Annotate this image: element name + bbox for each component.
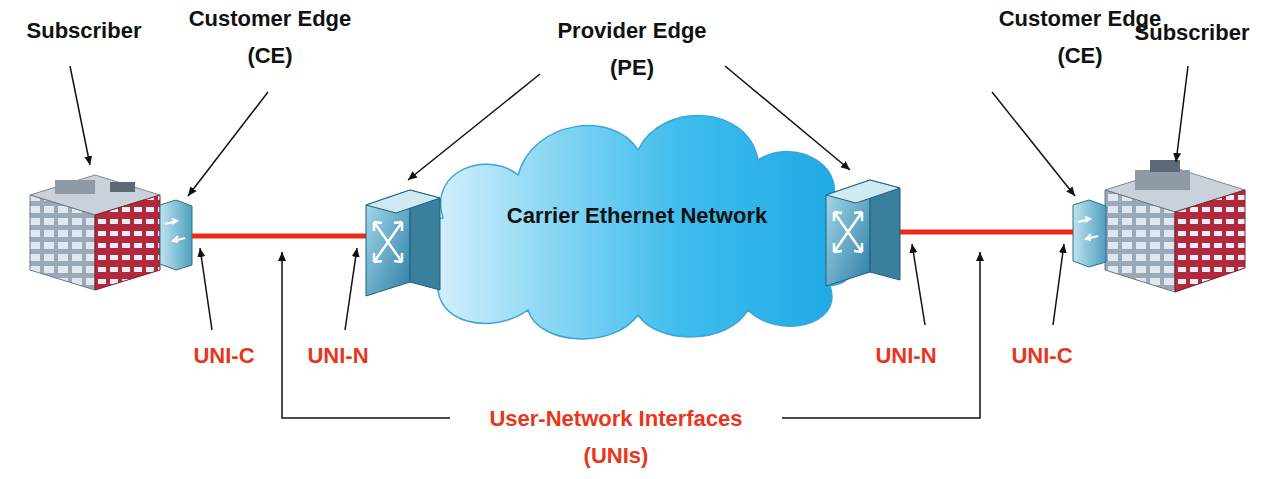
device-label: Provider Edge (PE) xyxy=(537,12,727,86)
ce-device xyxy=(160,200,192,270)
subscriber-building xyxy=(1105,160,1245,292)
uni-link xyxy=(192,234,368,239)
pe-switch xyxy=(826,180,900,286)
ce-device xyxy=(1073,200,1106,267)
interface-group-label: User-Network Interfaces (UNIs) xyxy=(461,400,771,474)
pe-switch xyxy=(366,190,440,296)
interface-label: UNI-N xyxy=(856,337,956,374)
interface-label: UNI-C xyxy=(174,337,274,374)
uni-link xyxy=(900,230,1073,235)
interface-label: UNI-C xyxy=(992,337,1092,374)
node-text: Carrier Ethernet Network xyxy=(507,203,767,229)
network-cloud: Carrier Ethernet Network xyxy=(398,90,876,342)
device-label: Customer Edge (CE) xyxy=(175,0,365,74)
subscriber-label: Subscriber xyxy=(1117,14,1267,51)
subscriber-label: Subscriber xyxy=(4,12,164,49)
interface-label: UNI-N xyxy=(288,337,388,374)
subscriber-building xyxy=(30,175,160,290)
